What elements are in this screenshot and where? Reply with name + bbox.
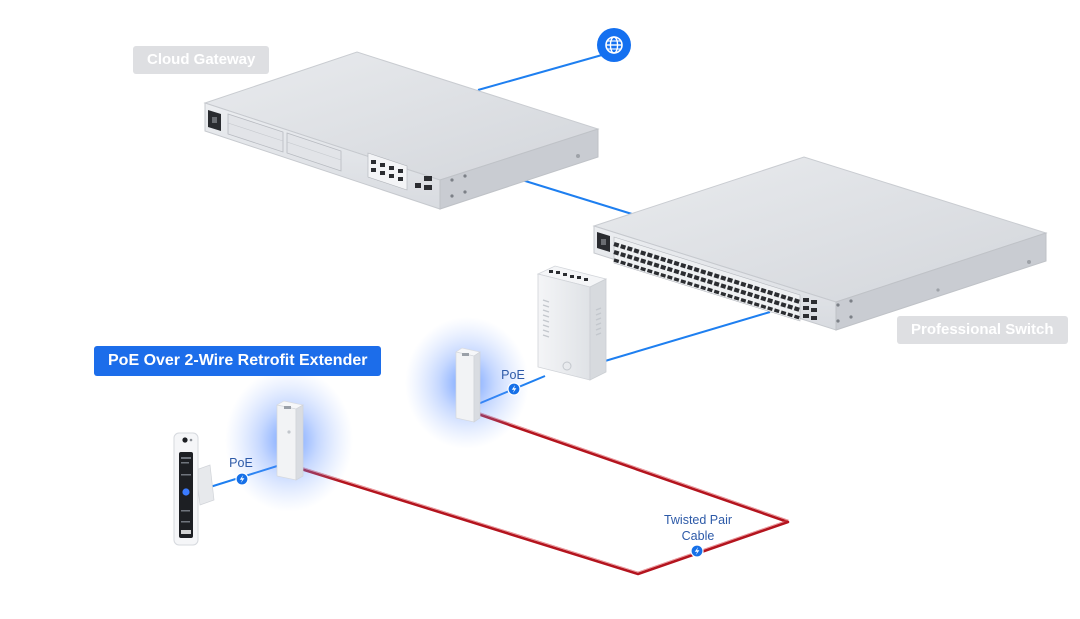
access-hub-device[interactable] (536, 265, 608, 381)
lightning-bolt-icon (507, 382, 521, 396)
lightning-bolt-icon (235, 472, 249, 486)
right-poe-extender[interactable] (405, 317, 529, 449)
poe-label-right: PoE (501, 368, 525, 382)
twisted-pair-cable (297, 412, 790, 576)
twisted-pair-label: Twisted Pair (664, 513, 732, 527)
globe-icon[interactable] (597, 28, 631, 62)
access-reader-device[interactable] (173, 432, 215, 546)
twisted-pair-label-line2: Cable (682, 529, 715, 543)
gateway-to-switch-line (521, 179, 633, 215)
internet-uplink-line (477, 54, 603, 91)
switch-to-hub-line (604, 311, 771, 362)
professional-switch-tag: Professional Switch (897, 316, 1068, 344)
lightning-bolt-icon (690, 544, 704, 558)
poe-label-left: PoE (229, 456, 253, 470)
extender-title-tag: PoE Over 2-Wire Retrofit Extender (94, 346, 382, 376)
left-poe-extender[interactable] (225, 368, 353, 512)
cloud-gateway-device[interactable] (203, 51, 600, 210)
cloud-gateway-tag: Cloud Gateway (133, 46, 270, 74)
professional-switch-device[interactable] (592, 156, 1048, 331)
